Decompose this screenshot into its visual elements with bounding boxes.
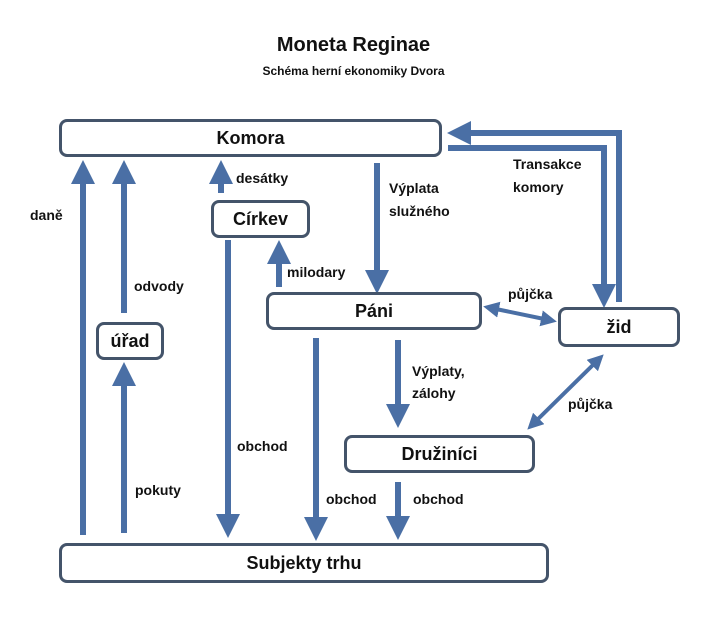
label-odvody: odvody [134,278,184,294]
node-urad: úřad [96,322,164,360]
label-vyplaty-2: zálohy [412,385,456,401]
arrow-transakce-out [448,145,616,308]
label-milodary: milodary [287,264,346,280]
arrow-transakce-in [447,121,622,302]
label-transakce-1: Transakce [513,156,582,172]
node-pani-label: Páni [354,300,393,321]
node-komora-label: Komora [216,127,285,148]
node-druzinici-label: Družiníci [401,443,478,464]
node-subjekty-trhu: Subjekty trhu [59,543,549,583]
label-obchod-druzinici: obchod [413,491,464,507]
label-vyplaty-1: Výplaty, [412,363,465,379]
node-zid: žid [558,307,680,347]
arrow-pujcka-druzinici [527,354,604,430]
label-vyplata-1: Výplata [389,180,439,196]
label-vyplata-2: služného [389,203,450,219]
node-cirkev: Církev [211,200,310,238]
diagram-subtitle: Schéma herní ekonomiky Dvora [262,64,445,78]
label-pujcka-pani: půjčka [508,286,553,302]
label-transakce-2: komory [513,179,564,195]
node-pani: Páni [266,292,482,330]
node-subjekty-label: Subjekty trhu [246,552,362,573]
node-druzinici: Družiníci [344,435,535,473]
node-komora: Komora [59,119,442,157]
label-desatky: desátky [236,170,289,186]
diagram-title: Moneta Reginae [276,34,431,56]
node-urad-label: úřad [110,330,150,351]
arrow-pujcka-pani [483,301,557,327]
label-pujcka-druzinici: půjčka [568,396,613,412]
label-pokuty: pokuty [135,482,181,498]
label-obchod-pani: obchod [326,491,377,507]
node-cirkev-label: Církev [232,208,289,229]
node-zid-label: žid [606,316,632,337]
label-dane: daně [30,207,63,223]
label-obchod-cirkev: obchod [237,438,288,454]
